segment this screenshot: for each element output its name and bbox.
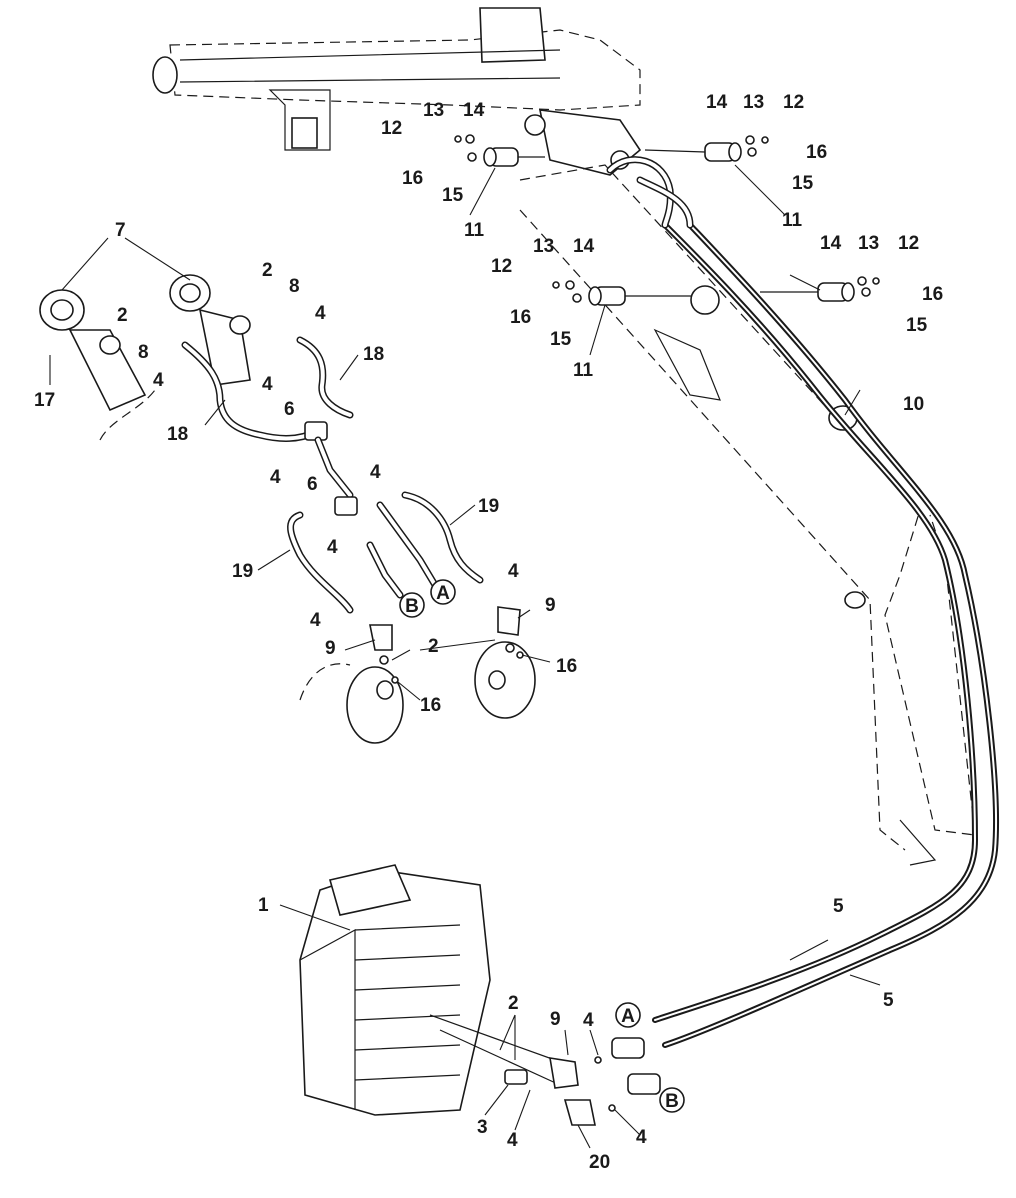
callout-17: 17 [34, 390, 55, 411]
callout-1: 1 [258, 895, 269, 916]
callout-9: 9 [550, 1009, 561, 1030]
callout-15: 15 [442, 185, 464, 206]
connector-b-lower: B [665, 1091, 679, 1112]
callout-2: 2 [262, 260, 273, 281]
callout-18: 18 [167, 424, 188, 445]
connector-a-lower-circle [615, 1002, 641, 1028]
callout-13: 13 [858, 233, 879, 254]
callout-8: 8 [138, 342, 149, 363]
callout-2: 2 [508, 993, 519, 1014]
callout-16: 16 [510, 307, 531, 328]
callout-6: 6 [307, 474, 318, 495]
callout-10: 10 [903, 394, 924, 415]
callout-13: 13 [743, 92, 764, 113]
callout-18: 18 [363, 344, 384, 365]
connector-b-lower-circle [659, 1087, 685, 1113]
callout-14: 14 [573, 236, 595, 257]
connector-b-upper: B [405, 596, 419, 617]
callout-4: 4 [327, 537, 338, 558]
callout-4: 4 [636, 1127, 647, 1148]
callout-4: 4 [508, 561, 519, 582]
callout-12: 12 [783, 92, 804, 113]
callout-19: 19 [478, 496, 499, 517]
connector-markers: B A A B [399, 579, 685, 1113]
callout-7: 7 [115, 220, 126, 241]
callout-16: 16 [420, 695, 441, 716]
callout-9: 9 [545, 595, 556, 616]
callout-12: 12 [898, 233, 919, 254]
callout-4: 4 [583, 1010, 594, 1031]
callout-4: 4 [153, 370, 164, 391]
callout-14: 14 [463, 100, 485, 121]
callout-11: 11 [464, 220, 485, 241]
control-valve [299, 864, 491, 1116]
callout-16: 16 [922, 284, 943, 305]
callout-4: 4 [370, 462, 381, 483]
callout-14: 14 [706, 92, 728, 113]
callout-20: 20 [589, 1152, 610, 1173]
upper-cylinders [39, 274, 536, 744]
callout-4: 4 [262, 374, 273, 395]
upper-pin-assemblies [454, 134, 880, 315]
main-hoses [606, 156, 999, 1048]
callout-14: 14 [820, 233, 842, 254]
connector-a-lower: A [621, 1006, 635, 1027]
callout-5: 5 [883, 990, 894, 1011]
callout-16: 16 [556, 656, 577, 677]
callout-5: 5 [833, 896, 844, 917]
valve-fittings [429, 1014, 661, 1126]
callout-15: 15 [550, 329, 572, 350]
callout-3: 3 [477, 1117, 488, 1138]
callout-2: 2 [428, 636, 439, 657]
callout-16: 16 [806, 142, 827, 163]
connector-a-upper: A [436, 583, 450, 604]
callout-19: 19 [232, 561, 253, 582]
callout-15: 15 [792, 173, 814, 194]
callout-15: 15 [906, 315, 928, 336]
callout-13: 13 [533, 236, 554, 257]
callout-8: 8 [289, 276, 300, 297]
callout-4: 4 [270, 467, 281, 488]
callout-4: 4 [310, 610, 321, 631]
callout-4: 4 [507, 1130, 518, 1151]
callout-4: 4 [315, 303, 326, 324]
connector-a-upper-circle [430, 579, 456, 605]
connector-b-upper-circle [399, 592, 425, 618]
callout-12: 12 [381, 118, 402, 139]
callout-9: 9 [325, 638, 336, 659]
boom-assembly [152, 7, 976, 866]
callout-12: 12 [491, 256, 512, 277]
callout-2: 2 [117, 305, 128, 326]
callout-numbers: 7 2 8 4 2 8 4 18 17 4 6 18 4 6 4 19 4 19… [34, 92, 943, 1173]
callout-6: 6 [284, 399, 295, 420]
leader-lines [49, 164, 881, 1149]
callout-11: 11 [782, 210, 803, 231]
callout-11: 11 [573, 360, 594, 381]
callout-16: 16 [402, 168, 423, 189]
callout-13: 13 [423, 100, 444, 121]
